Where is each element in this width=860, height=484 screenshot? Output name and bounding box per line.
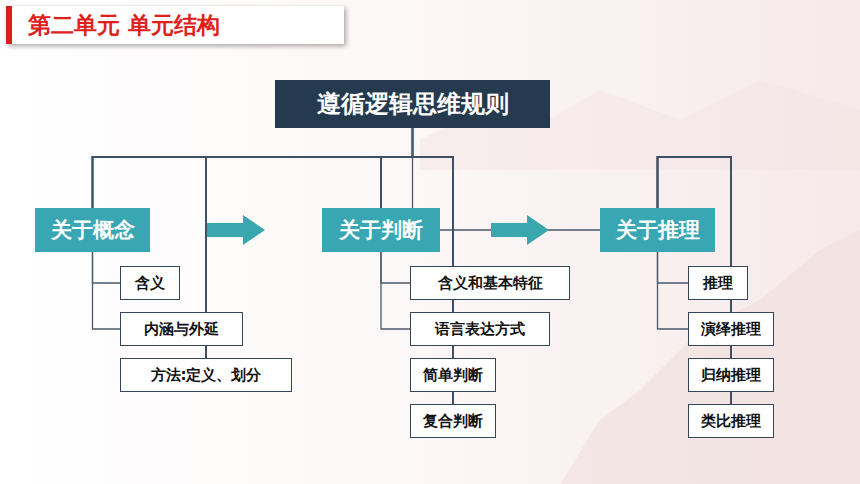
tree-line — [93, 128, 413, 208]
node-label: 内涵与外延 — [144, 320, 219, 339]
node-label: 方法:定义、划分 — [151, 366, 262, 385]
root-box: 遵循逻辑思维规则 — [275, 80, 550, 128]
topic-box: 含义和基本特征 — [410, 266, 570, 300]
topic-box: 归纳推理 — [688, 358, 774, 392]
topic-box: 推理 — [688, 266, 748, 300]
topic-box: 内涵与外延 — [120, 312, 243, 346]
node-label: 含义和基本特征 — [438, 274, 543, 293]
branch-line — [381, 252, 410, 329]
branch-line — [381, 252, 410, 283]
topic-box: 简单判断 — [410, 358, 496, 392]
tree-line — [381, 128, 413, 208]
topic-box: 复合判断 — [410, 404, 496, 438]
branch-line — [658, 252, 689, 329]
category-box: 关于推理 — [600, 208, 715, 252]
node-label: 归纳推理 — [701, 366, 761, 385]
topic-box: 演绎推理 — [688, 312, 774, 346]
branch-line — [413, 128, 601, 230]
topic-box: 类比推理 — [688, 404, 774, 438]
category-box: 关于概念 — [35, 208, 150, 252]
node-label: 类比推理 — [701, 412, 761, 431]
faint-wall-silhouette — [560, 230, 860, 484]
topic-box: 含义 — [120, 266, 180, 300]
flow-arrow — [207, 215, 265, 245]
node-label: 演绎推理 — [701, 320, 761, 339]
node-label: 遵循逻辑思维规则 — [317, 88, 509, 120]
topic-box: 语言表达方式 — [410, 312, 550, 346]
title-text: 第二单元 单元结构 — [12, 6, 344, 44]
node-label: 推理 — [703, 274, 733, 293]
node-label: 关于判断 — [339, 216, 423, 244]
node-label: 语言表达方式 — [435, 320, 525, 339]
category-box: 关于判断 — [322, 208, 440, 252]
node-label: 含义 — [135, 274, 165, 293]
topic-box: 方法:定义、划分 — [120, 358, 292, 392]
flow-arrow — [491, 215, 549, 245]
title-bar: 第二单元 单元结构 — [6, 6, 344, 44]
node-label: 简单判断 — [423, 366, 483, 385]
node-label: 复合判断 — [423, 412, 483, 431]
branch-line — [658, 252, 689, 283]
branch-line — [93, 252, 121, 283]
node-label: 关于推理 — [616, 216, 700, 244]
node-label: 关于概念 — [51, 216, 135, 244]
branch-line — [93, 252, 121, 329]
